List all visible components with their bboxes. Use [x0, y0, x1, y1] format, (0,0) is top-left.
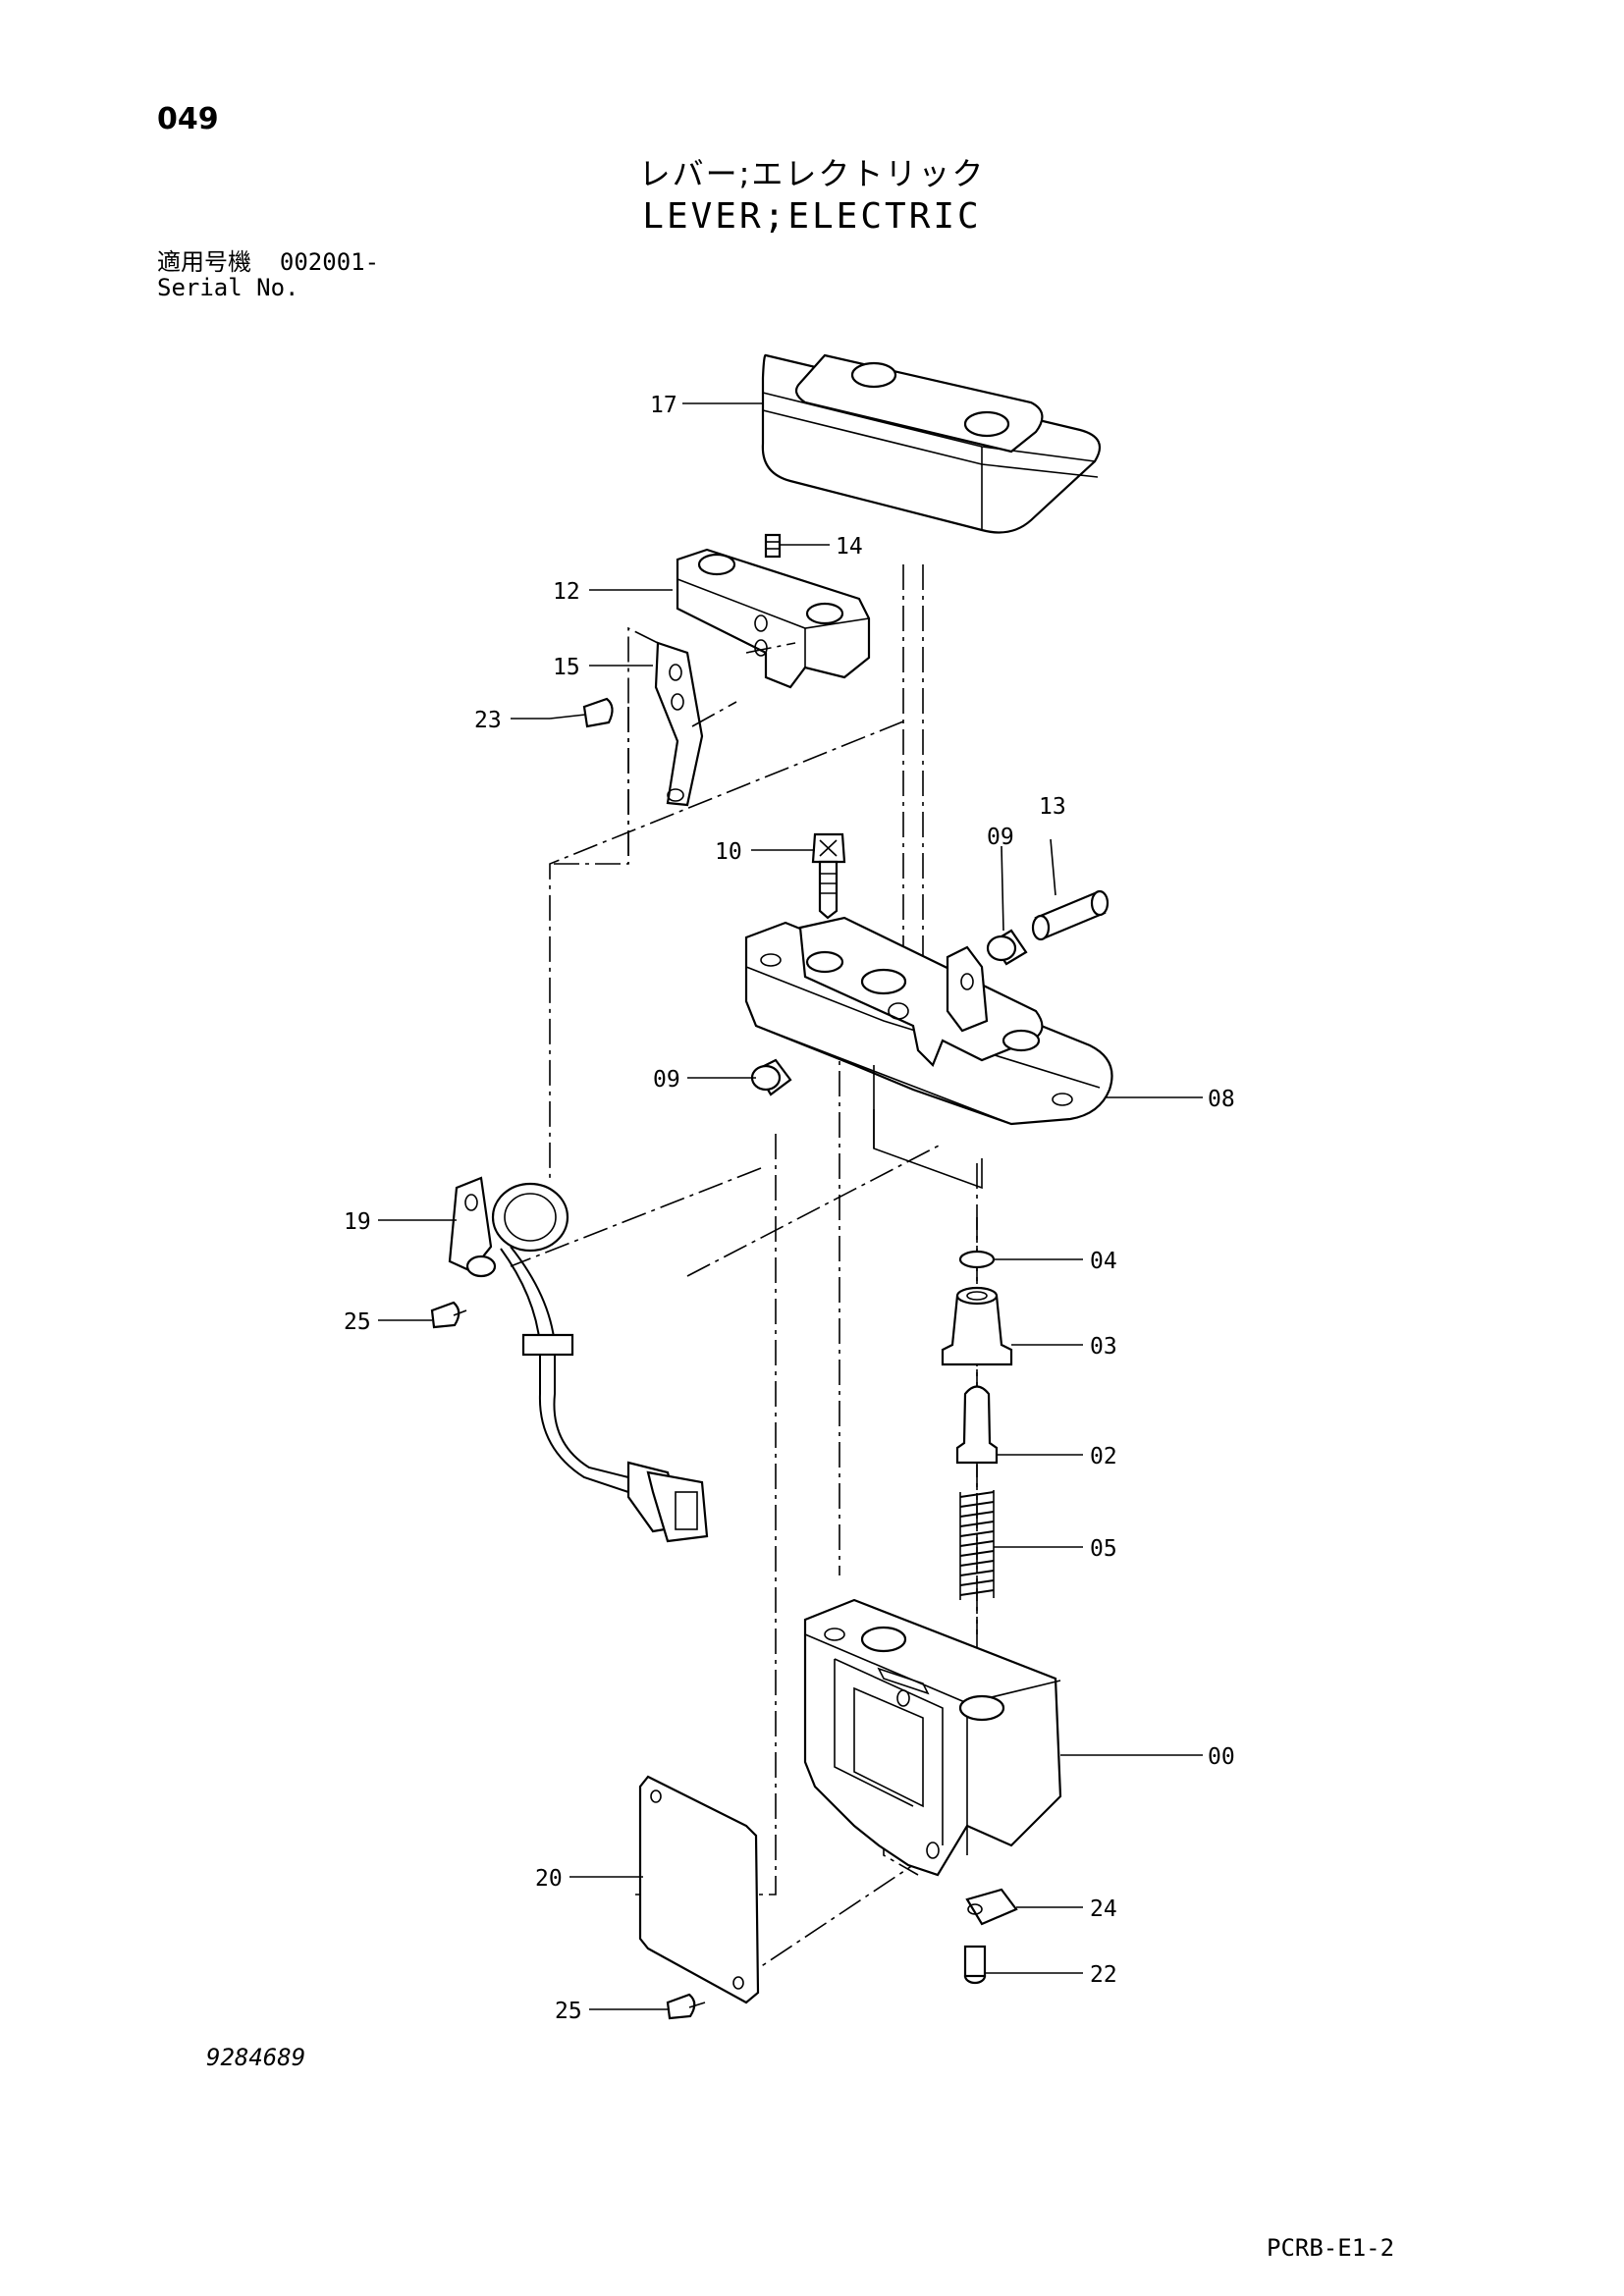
part-detent-plate: [550, 626, 796, 865]
part-switch-bracket: [676, 533, 871, 689]
callout-20: 20: [535, 1866, 563, 1892]
part-cover-screw: [666, 1993, 706, 2020]
callout-17: 17: [650, 393, 677, 418]
page-code: PCRB-E1-2: [1267, 2234, 1395, 2262]
part-bushing-lower: [750, 1058, 792, 1096]
assembly-centerlines: [510, 564, 978, 1984]
serial-value: 002001-: [279, 248, 380, 276]
callout-05: 05: [1090, 1536, 1117, 1562]
callout-25-sensor: 25: [344, 1309, 371, 1335]
callout-03: 03: [1090, 1334, 1117, 1360]
callout-02: 02: [1090, 1444, 1117, 1469]
callout-00: 00: [1208, 1744, 1235, 1770]
part-upper-body: [744, 916, 1113, 1190]
callout-12: 12: [553, 579, 580, 605]
drawing-number: 9284689: [206, 2044, 306, 2071]
title-japanese: レバー;エレクトリック: [638, 155, 986, 192]
callout-labels: 17 14 12 15 23 10 09 13 09 08 19 04 25 0…: [344, 393, 1235, 2024]
callout-15: 15: [553, 655, 580, 680]
callout-09-upper: 09: [987, 825, 1014, 850]
callout-14: 14: [836, 534, 863, 560]
part-casing-screw: [963, 1945, 987, 1985]
part-cover-plate: [638, 1775, 760, 2004]
part-pin: [1031, 889, 1110, 941]
title-english: LEVER;ELECTRIC: [642, 196, 982, 237]
part-bushing-upper: [986, 929, 1028, 966]
serial-label-en: Serial No.: [157, 274, 299, 301]
callout-13: 13: [1039, 794, 1066, 820]
part-lever-pad: [761, 353, 1102, 534]
leader-lines: [378, 402, 1203, 2010]
callout-24: 24: [1090, 1896, 1117, 1922]
callout-10: 10: [715, 839, 742, 865]
part-lever-bolt: [811, 832, 846, 920]
serial-label-jp: 適用号機: [157, 248, 251, 276]
part-plunger: [955, 1385, 999, 1465]
serial-block: 適用号機 002001- Serial No.: [157, 249, 379, 300]
callout-19: 19: [344, 1209, 371, 1235]
callout-08: 08: [1208, 1087, 1235, 1112]
part-spring: [959, 1490, 995, 1600]
callout-25-cover: 25: [555, 1999, 582, 2024]
part-guide: [941, 1286, 1013, 1366]
callout-23: 23: [474, 708, 502, 733]
part-sensor-screw: [430, 1301, 467, 1329]
part-clip: [965, 1888, 1018, 1926]
part-o-ring: [958, 1250, 996, 1269]
callout-09-lower: 09: [653, 1067, 680, 1093]
callout-04: 04: [1090, 1249, 1117, 1274]
page-number: 049: [157, 102, 219, 136]
part-bracket-screw: [549, 697, 614, 728]
part-main-casing: [803, 1598, 1062, 1877]
callout-22: 22: [1090, 1962, 1117, 1988]
part-position-sensor: [448, 1176, 709, 1543]
